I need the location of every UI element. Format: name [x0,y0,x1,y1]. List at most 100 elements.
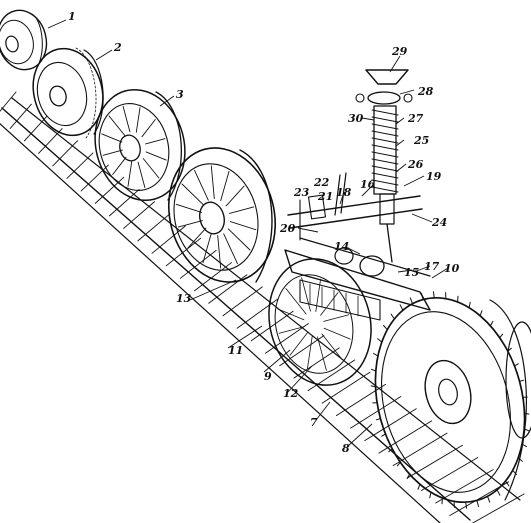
callout-28: 28 [417,85,434,98]
callout-20: 20 [279,222,296,235]
drawing-stroke [23,115,48,142]
drawing-stroke [229,206,255,214]
drawing-stroke [194,169,209,201]
drawing-stroke [187,227,207,249]
drawing-stroke [435,469,494,504]
drawing-stroke [392,432,448,467]
drawing-stroke [135,107,141,133]
drawing-stroke [250,310,294,342]
drawing-stroke [112,156,127,175]
drawing-stroke [293,347,340,379]
drawing-stroke [381,433,386,437]
drawing-stroke [102,149,123,156]
callout-3: 3 [176,88,184,101]
drawing-stroke [321,333,343,360]
drawing-stroke [409,297,413,305]
drawing-stroke [388,448,393,453]
callout-17: 17 [424,260,440,273]
callout-1: 1 [68,10,76,23]
drawing-stroke [108,115,126,136]
drawing-stroke [307,359,356,392]
balancer-arm [284,237,431,321]
drawing-stroke [265,323,309,354]
drawing-stroke [175,203,203,213]
drawing-stroke [505,480,510,487]
drawing-stroke [127,161,133,187]
drive-sprocket [370,291,531,509]
callouts: 1 2 3 13 11 9 12 7 8 20 14 15 17 10 23 2… [68,10,460,455]
callout-25: 25 [413,134,429,147]
drawing-stroke [277,308,305,321]
callout-15: 15 [404,266,419,279]
drawing-stroke [487,495,491,503]
drawing-stroke [406,444,463,479]
drawing-stroke [94,176,125,204]
drawing-stroke [383,325,388,331]
drawing-stroke [371,116,399,123]
drawing-stroke [227,228,251,251]
drawing-stroke [301,277,311,312]
drawing-stroke [323,327,351,340]
drawing-stroke [364,408,417,442]
callout-8: 8 [342,442,350,455]
callout-23: 23 [293,186,310,199]
drawing-stroke [371,137,399,144]
drawing-stroke [371,186,399,193]
drawing-stroke [220,170,230,202]
drawing-stroke [109,189,140,217]
drawing-stroke [499,333,504,339]
drawing-stroke [421,457,479,491]
drawing-stroke [396,461,401,467]
callout-10: 10 [444,262,460,275]
road-wheel-3 [94,88,186,202]
callout-19: 19 [426,170,442,183]
callout-24: 24 [431,216,447,229]
drawing-stroke [378,420,433,454]
drawing-stroke [371,109,399,116]
drawing-stroke [222,286,263,317]
drawing-stroke [335,383,386,417]
road-wheel-2 [32,47,104,139]
drawing-stroke [101,133,123,143]
callout-7: 7 [310,416,318,429]
drawing-stroke [390,313,395,320]
drawing-stroke [194,262,232,292]
drawing-stroke [371,179,399,186]
callout-18: 18 [336,186,352,199]
drawing-stroke [177,220,203,228]
drawing-stroke [375,418,381,421]
drawing-stroke [370,385,376,388]
callout-21: 21 [317,190,333,203]
drawing-stroke [432,291,435,299]
drawing-stroke [371,165,399,172]
drawing-stroke [137,161,146,189]
drawing-stroke [479,310,483,317]
drawing-stroke [0,91,17,112]
drawing-stroke [471,493,525,523]
drawing-stroke [489,320,494,327]
drawing-stroke [38,128,63,154]
road-wheel-4 [167,147,277,283]
drawing-stroke [468,301,471,309]
cross-shaft [287,172,423,241]
callout-29: 29 [391,45,408,58]
drawing-stroke [429,491,432,499]
road-wheel-1 [0,9,48,71]
drawing-stroke [323,314,350,322]
drawing-stroke [321,371,371,404]
drawing-stroke [371,158,399,165]
drawing-stroke [377,338,383,343]
drawing-stroke [145,138,166,145]
drawing-stroke [289,332,308,356]
drawing-stroke [371,123,399,130]
drawing-stroke [122,105,131,133]
drawing-stroke [151,225,186,254]
callout-22: 22 [313,176,330,189]
drawing-stroke [370,368,377,372]
drawing-stroke [142,158,160,179]
callout-11: 11 [228,344,243,357]
drawing-stroke [141,119,156,138]
drawing-stroke [66,152,94,179]
drawing-stroke [350,396,402,429]
